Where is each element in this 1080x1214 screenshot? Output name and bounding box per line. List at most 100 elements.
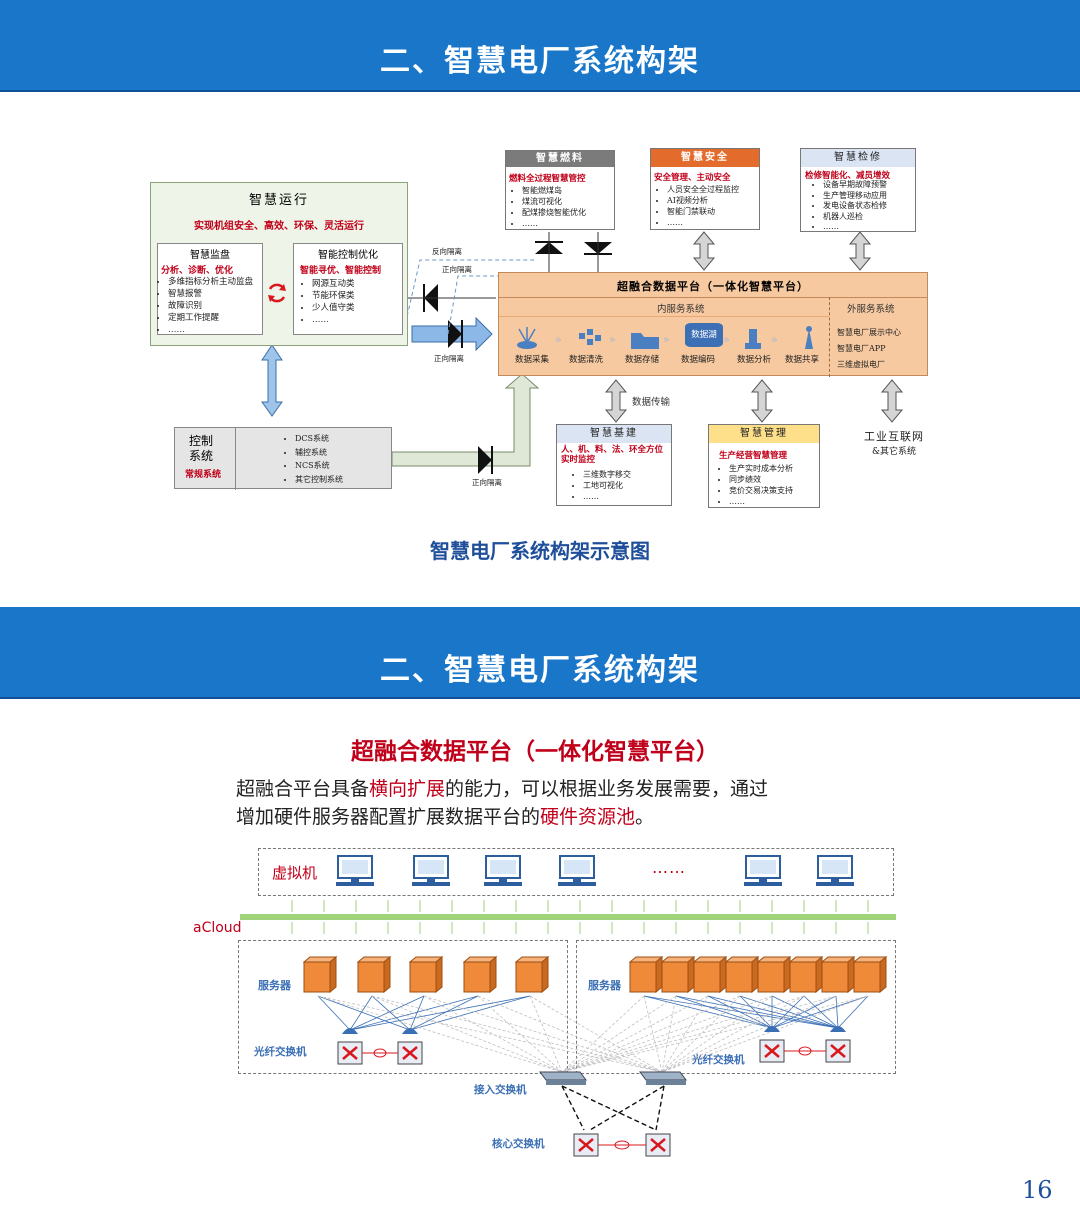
link-line xyxy=(409,995,479,1031)
platform-step-label: 数据编码 xyxy=(681,355,716,365)
uplink-line xyxy=(561,1085,657,1131)
keyboard-icon xyxy=(484,882,522,886)
uplink-line xyxy=(561,1085,585,1131)
list-item: 发电设备状态检修 xyxy=(823,201,917,212)
link-line xyxy=(409,995,531,1031)
list-item: 三维数字移交 xyxy=(583,469,671,480)
link-line xyxy=(739,995,773,1029)
monitor-screen xyxy=(418,860,444,874)
switch-mark xyxy=(342,1046,358,1060)
server-cluster-left xyxy=(238,940,568,1074)
list-item: 定期工作提醒 xyxy=(168,312,262,324)
list-item: …… xyxy=(522,218,616,229)
switch-mark xyxy=(402,1046,418,1060)
link-ring xyxy=(798,1046,812,1056)
maintenance-subtitle: 检修智能化、减员增效 xyxy=(805,171,891,181)
list-item: …… xyxy=(168,324,262,336)
link-line xyxy=(661,995,837,1073)
isolation-label: 正向隔离 xyxy=(472,478,502,487)
keyboard-icon xyxy=(816,882,854,886)
inner-service-title: 内服务系统 xyxy=(657,304,705,315)
monitor-subtitle: 分析、诊断、优化 xyxy=(161,266,234,276)
maintenance-title: 智慧检修 xyxy=(801,149,915,167)
keyboard-icon xyxy=(412,882,450,886)
switch-mark xyxy=(650,1138,666,1152)
data-share-icon xyxy=(805,326,813,349)
monitor-stand xyxy=(759,878,767,882)
vm-label: 虚拟机 xyxy=(272,864,318,882)
fuel-title: 智慧燃料 xyxy=(506,151,614,167)
server-side xyxy=(329,955,337,994)
link-line xyxy=(349,995,425,1031)
safety-title: 智慧安全 xyxy=(651,149,759,167)
link-line xyxy=(317,995,663,1073)
list-item: 竞价交易决策支持 xyxy=(729,485,819,496)
safety-subtitle: 安全管理、主动安全 xyxy=(654,173,731,183)
hub-icon xyxy=(830,1026,846,1032)
monitor-screen xyxy=(564,860,590,874)
list-item: …… xyxy=(312,314,402,326)
list-item: …… xyxy=(583,491,671,502)
monitor-stand xyxy=(831,878,839,882)
access-switch-icon xyxy=(539,1071,587,1081)
slide1-connectors xyxy=(261,231,904,474)
link-line xyxy=(561,995,677,1073)
list-item: 煤流可视化 xyxy=(522,196,616,207)
outer-service-title: 外服务系统 xyxy=(847,304,895,315)
control-system-list: DCS系统辅控系统NCS系统其它控制系统 xyxy=(285,432,391,486)
construction-subtitle: 人、机、料、法、环全方位实时监控 xyxy=(561,445,664,465)
list-item: 智慧报警 xyxy=(168,288,262,300)
server-side xyxy=(541,955,549,994)
link-line xyxy=(561,995,645,1073)
link-line xyxy=(675,995,839,1029)
monitor-stand xyxy=(351,878,359,882)
slide2-subtitle: 超融合数据平台（一体化智慧平台） xyxy=(351,738,719,765)
server-icon xyxy=(661,961,689,993)
hub-icon xyxy=(764,1026,780,1032)
access-switch-icon xyxy=(639,1071,687,1081)
fuel-panel: 智慧燃料 燃料全过程智慧管控 智能燃煤岛煤流可视化配煤掺烧智能优化…… xyxy=(505,150,615,230)
list-item: …… xyxy=(823,222,917,233)
server-icon xyxy=(629,961,657,993)
management-title: 智慧管理 xyxy=(709,425,819,443)
platform-step-label: 数据存储 xyxy=(625,355,660,365)
link-line xyxy=(561,995,805,1073)
monitor-list: 多维指标分析主动监盘智慧报警故障识别定期工作提醒…… xyxy=(158,276,262,336)
list-item: 其它控制系统 xyxy=(295,473,391,487)
server-side xyxy=(435,955,443,994)
link-line xyxy=(661,995,773,1073)
control-opt-list: 网源互动类节能环保类少人值守类…… xyxy=(302,278,402,326)
operation-panel: 智慧运行 实现机组安全、高效、环保、灵活运行 智慧监盘 分析、诊断、优化 多维指… xyxy=(150,182,408,346)
link-line xyxy=(771,995,869,1029)
list-item: 智能门禁联动 xyxy=(667,206,761,217)
management-list: 生产实时成本分析同步绩效竞价交易决策支持…… xyxy=(719,463,819,507)
svg-text:»: » xyxy=(555,333,562,346)
link-line xyxy=(661,995,677,1073)
svg-text:»: » xyxy=(609,333,616,346)
hub-icon xyxy=(342,1028,358,1034)
platform-title: 超融合数据平台（一体化智慧平台） xyxy=(617,280,809,293)
operation-title: 智慧运行 xyxy=(248,193,309,208)
monitor-screen xyxy=(750,860,776,874)
core-switch-label: 核心交换机 xyxy=(492,1138,545,1150)
outer-service-item: 智慧电厂展示中心 xyxy=(837,328,901,337)
refresh-icon xyxy=(268,283,286,303)
platform-steps: 数据采集数据清洗数据存储数据编码数据分析数据共享 xyxy=(509,353,831,367)
monitor-stand xyxy=(573,878,581,882)
link-line xyxy=(661,995,709,1073)
svg-text:»: » xyxy=(723,333,730,346)
server-icon xyxy=(303,961,331,993)
access-switch-front xyxy=(646,1080,686,1085)
slide1-title: 二、智慧电厂系统构架 xyxy=(380,44,700,79)
acloud-bar xyxy=(240,914,896,920)
monitor-title: 智慧监盘 xyxy=(190,250,230,261)
link-line xyxy=(349,995,531,1031)
page-number: 16 xyxy=(1022,1176,1053,1204)
construction-title: 智慧基建 xyxy=(557,425,671,443)
monitor-stand xyxy=(427,878,435,882)
list-item: 辅控系统 xyxy=(295,446,391,460)
server-icon xyxy=(757,961,785,993)
list-item: 节能环保类 xyxy=(312,290,402,302)
monitor-screen xyxy=(342,860,368,874)
